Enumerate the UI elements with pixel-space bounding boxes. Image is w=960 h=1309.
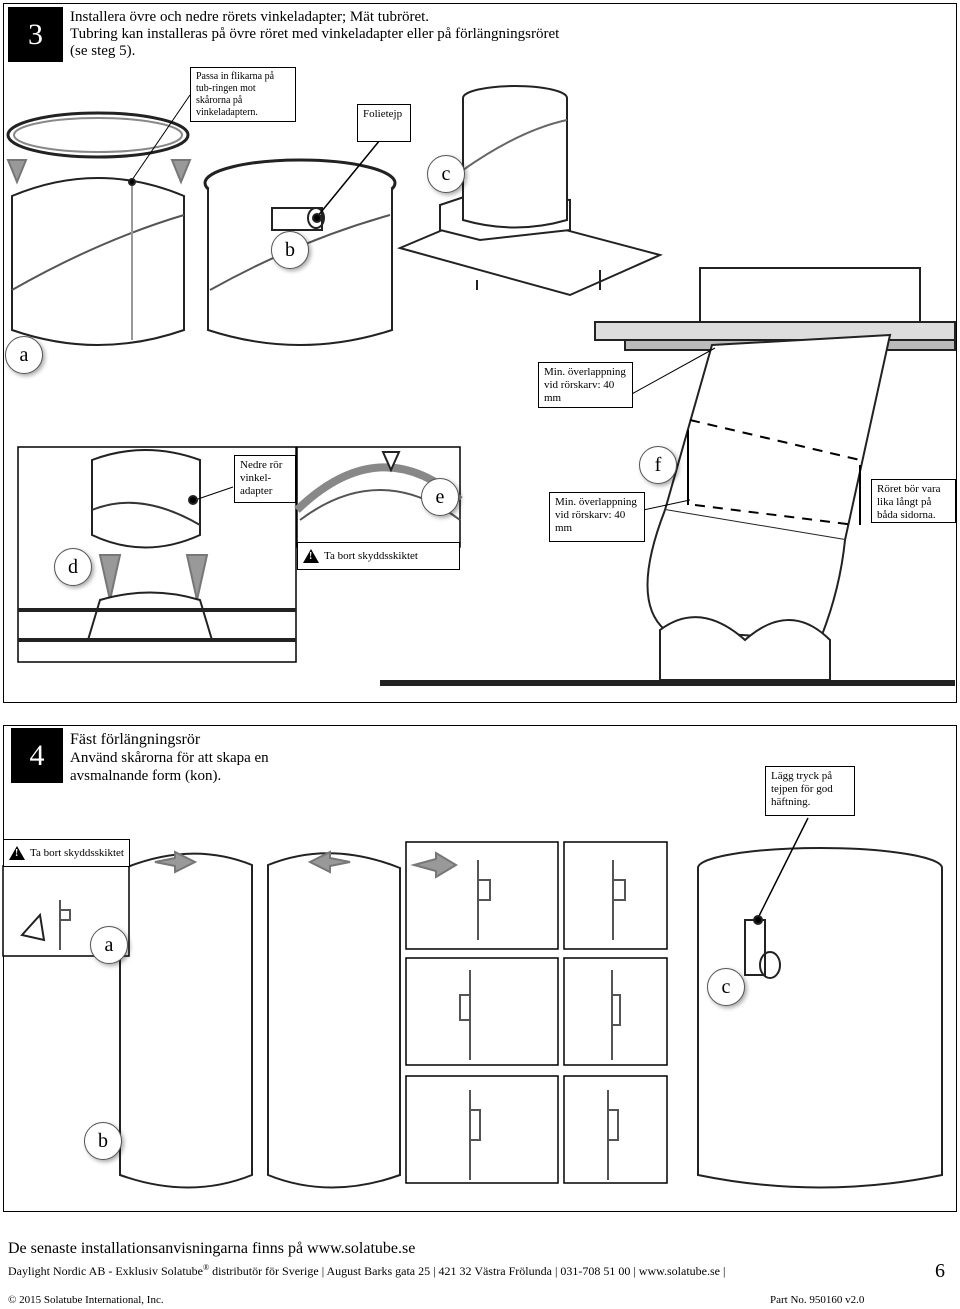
footer-address: August Barks gata 25 — [326, 1264, 431, 1278]
footer-copyright: © 2015 Solatube International, Inc. — [8, 1294, 164, 1306]
footer-postal: 421 32 Västra Frölunda — [438, 1264, 552, 1278]
warning-remove-film: Ta bort skyddsskiktet — [297, 542, 460, 570]
callout-equal-length: Röret bör vara lika långt på båda sidorn… — [871, 479, 956, 523]
step3-title-line3: (se steg 5). — [70, 43, 136, 59]
step4-label-a: a — [90, 926, 128, 964]
footer-contact: Daylight Nordic AB - Exklusiv Solatube® … — [8, 1263, 726, 1278]
step4-title-block: Fäst förlängningsrör Använd skårorna för… — [70, 731, 370, 785]
callout-overlap-top: Min. överlappning vid rörskarv: 40 mm — [538, 362, 633, 408]
step4-subtitle: Använd skårorna för att skapa en avsmaln… — [70, 750, 269, 784]
step4-illustration — [2, 817, 943, 1189]
step4-label-b: b — [84, 1122, 122, 1160]
step3-title: Installera övre och nedre rörets vinkela… — [70, 9, 770, 60]
callout-overlap-mid: Min. överlappning vid rörskarv: 40 mm — [549, 492, 645, 542]
step4-title: Fäst förlängningsrör — [70, 731, 201, 748]
step4-warning-remove-film: Ta bort skyddsskiktet — [3, 839, 130, 867]
callout-press-tape: Lägg tryck på tejpen för god häftning. — [765, 766, 855, 816]
step3-title-line2: Tubring kan installeras på övre röret me… — [70, 26, 560, 42]
step3-panel — [3, 3, 957, 703]
step4-label-c: c — [707, 968, 745, 1006]
warning-text: Ta bort skyddsskiktet — [324, 550, 418, 562]
footer-part-no: Part No. 950160 v2.0 — [770, 1294, 865, 1306]
step3-illustration — [6, 85, 956, 686]
callout-lower-adapter: Nedre rör vinkel- adapter — [234, 455, 296, 503]
footer-phone: 031-708 51 00 — [560, 1264, 631, 1278]
footer-web: www.solatube.se — [638, 1264, 720, 1278]
step4-panel — [3, 725, 957, 1212]
footer-registered: ® — [202, 1263, 210, 1272]
step4-warning-icon — [9, 846, 25, 860]
footer-company: Daylight Nordic AB - Exklusiv Solatube — [8, 1264, 203, 1278]
warning-icon — [303, 549, 319, 563]
step3-number: 3 — [8, 7, 63, 62]
label-c: c — [427, 155, 465, 193]
footer-distributor: distributör för Sverige — [212, 1264, 319, 1278]
page-number: 6 — [935, 1260, 945, 1282]
callout-tape: Folietejp — [357, 104, 411, 142]
step3-title-line1: Installera övre och nedre rörets vinkela… — [70, 9, 430, 25]
label-a: a — [5, 336, 43, 374]
step4-warning-text: Ta bort skyddsskiktet — [30, 847, 124, 859]
label-b: b — [271, 231, 309, 269]
label-d: d — [54, 548, 92, 586]
callout-tabs: Passa in flikarna på tub-ringen mot skår… — [190, 67, 296, 122]
label-f: f — [639, 446, 677, 484]
footer-latest: De senaste installationsanvisningarna fi… — [8, 1240, 416, 1257]
step4-number: 4 — [11, 728, 63, 783]
label-e: e — [421, 478, 459, 516]
